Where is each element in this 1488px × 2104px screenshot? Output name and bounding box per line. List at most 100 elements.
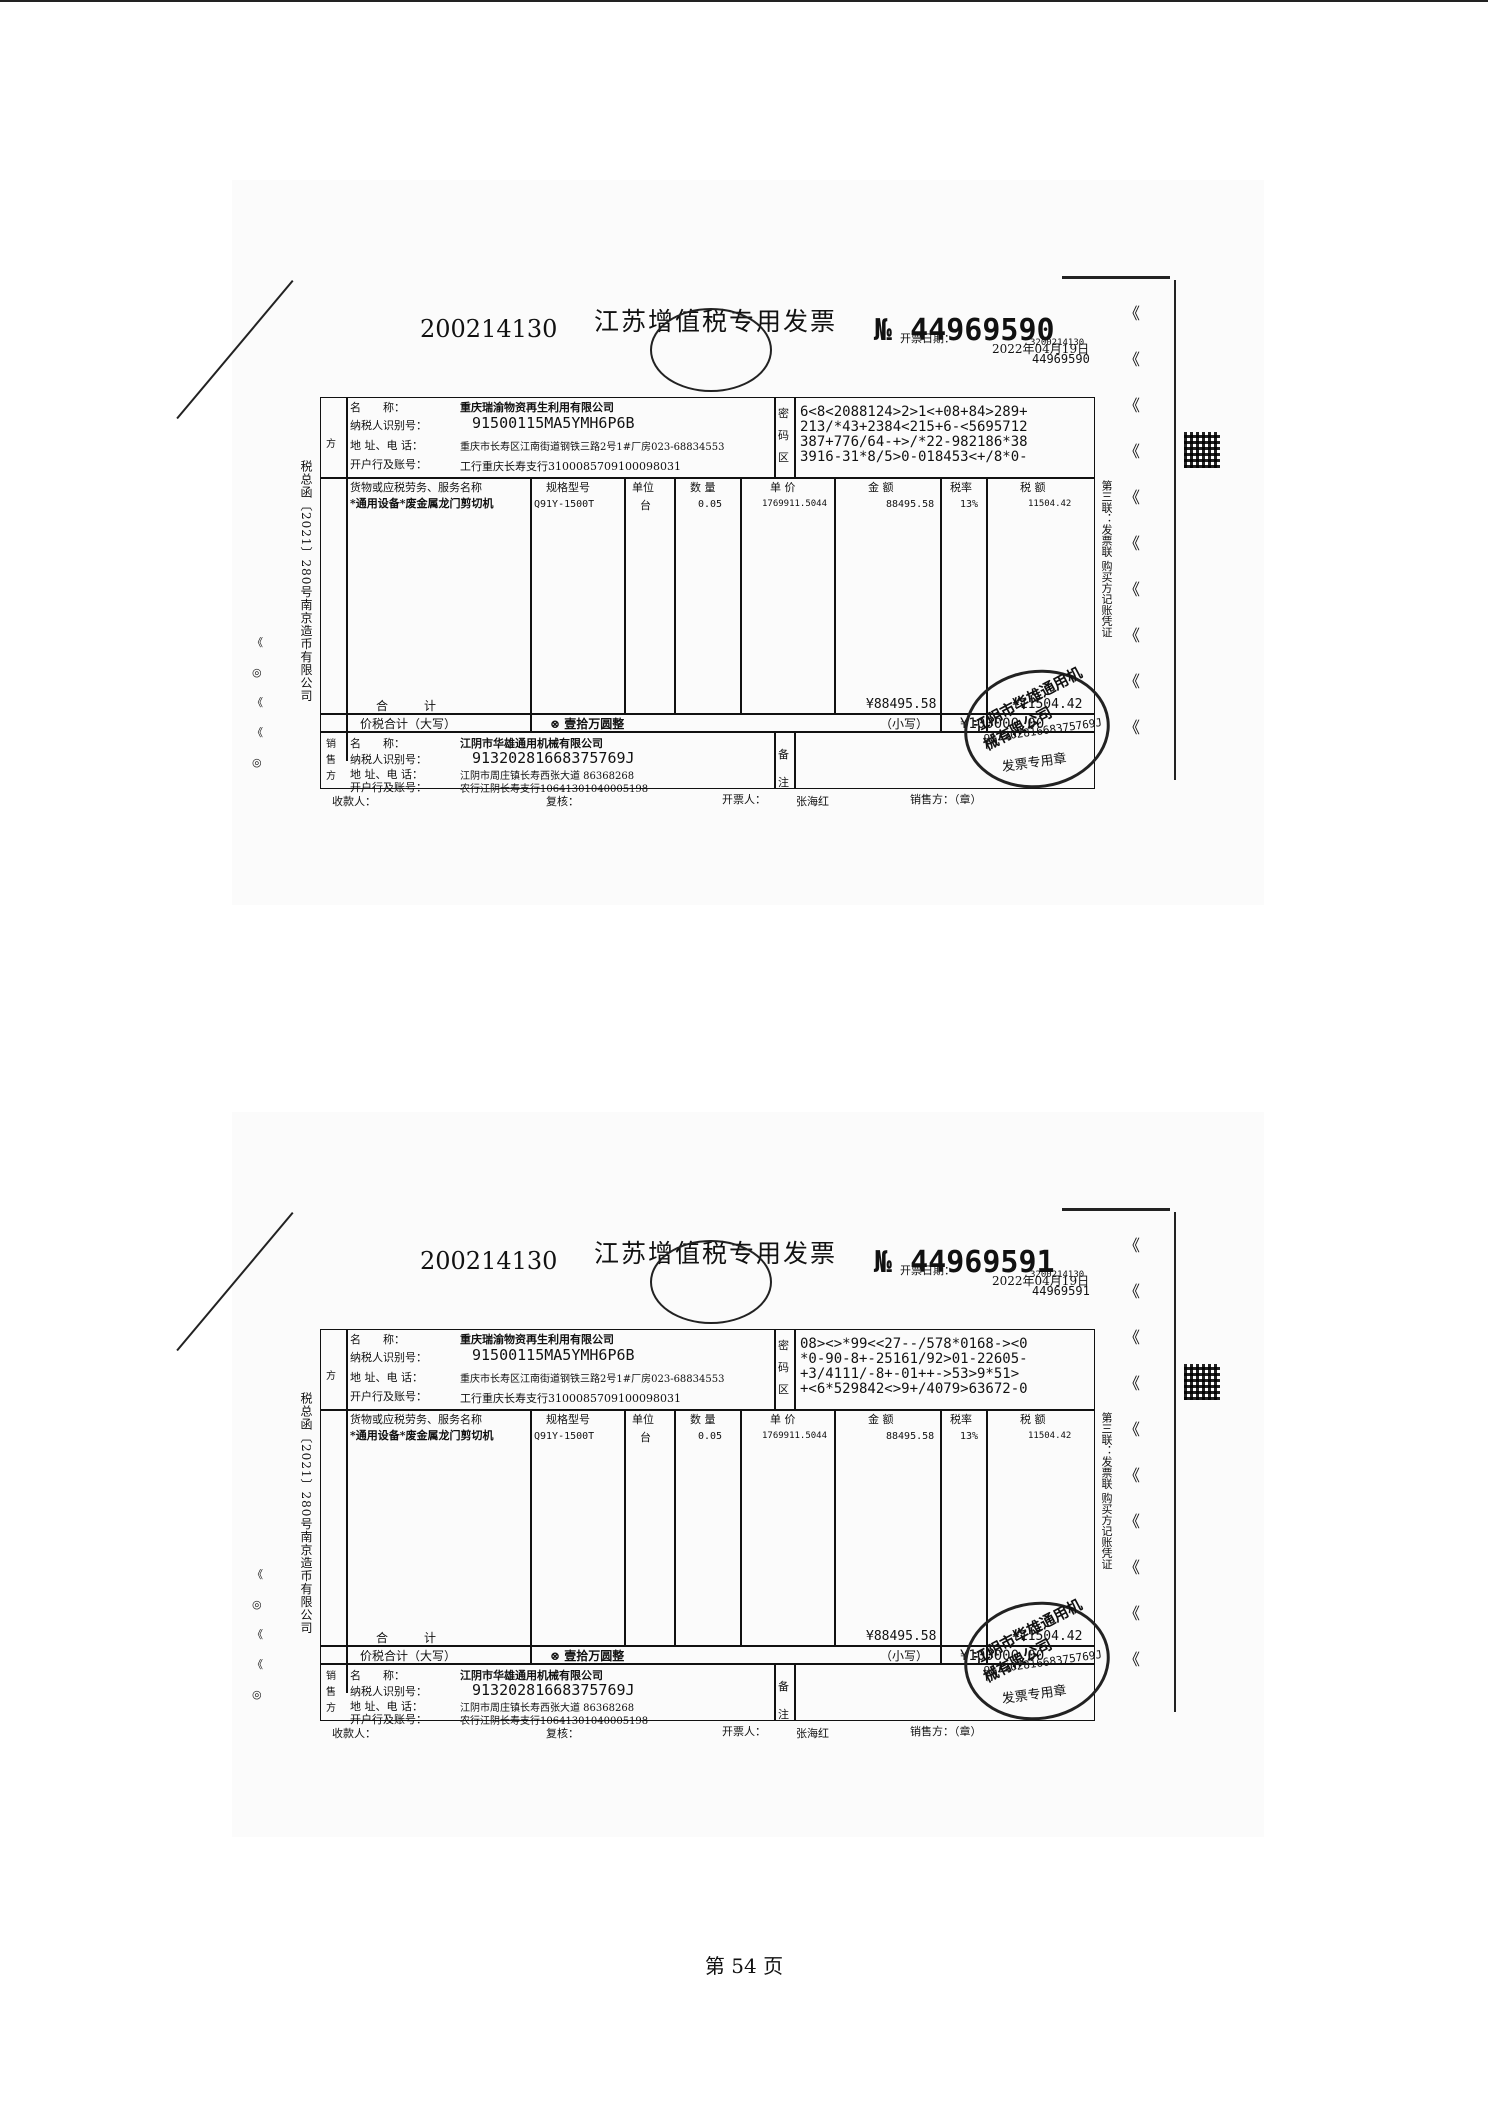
buyer-tax-label: 纳税人识别号： xyxy=(350,419,427,432)
grid-line xyxy=(834,1409,836,1645)
right-invoice-code: 3200214130 xyxy=(1030,338,1085,348)
buyer-name: 重庆瑞渝物资再生利用有限公司 xyxy=(460,1333,614,1346)
remark-label: 备注 xyxy=(778,748,789,789)
remark-label: 备注 xyxy=(778,1680,789,1721)
sum-small: ¥100000.00 xyxy=(960,1648,1045,1664)
grid-line xyxy=(774,397,776,477)
grid-line xyxy=(740,477,742,713)
item-amount: 88495.58 xyxy=(886,499,935,510)
torn-corner-line xyxy=(176,1212,294,1352)
item-unit: 台 xyxy=(640,1431,651,1444)
grid-line xyxy=(320,1409,1095,1411)
scan-edge xyxy=(1062,1208,1170,1211)
invoice-scan-2: 200214130 江苏增值税专用发票 № 44969591 320021413… xyxy=(176,1112,1264,1837)
cipher-line: +<6*529842<>9+/4079>63672-0 xyxy=(800,1381,1028,1397)
invoice: 200214130 江苏增值税专用发票 № 44969590 320021413… xyxy=(176,180,1264,905)
col-tax: 税 额 xyxy=(1020,1413,1046,1426)
total-tax: ¥11504.42 xyxy=(1012,1629,1083,1644)
tax-bureau-stamp xyxy=(650,308,772,392)
cipher-line: 6<8<2088124>2>1<+08+84>289+ xyxy=(800,404,1028,420)
page-top-border xyxy=(0,0,1488,2)
total-amount: ¥88495.58 xyxy=(866,1629,937,1644)
invoice-code: 200214130 xyxy=(420,1247,558,1275)
col-spec: 规格型号 xyxy=(546,481,590,494)
grid-line xyxy=(530,477,532,731)
invoice-number: № 44969590 xyxy=(874,313,1055,348)
grid-line xyxy=(346,1329,348,1693)
grid-border xyxy=(320,397,1095,789)
cipher-line: 08><>*99<<27--/578*0168-><0 xyxy=(800,1336,1028,1352)
item-spec: Q91Y-1500T xyxy=(534,1431,595,1442)
reviewer-label: 复核： xyxy=(546,795,579,808)
grid-line xyxy=(940,1409,942,1663)
grid-line xyxy=(320,1663,1095,1665)
scan-edge xyxy=(1174,1212,1176,1712)
right-invoice-number: 44969590 xyxy=(1032,352,1090,366)
buyer-side-label: 方 xyxy=(326,439,336,450)
col-price: 单 价 xyxy=(770,1413,796,1426)
margin-marks: 《《《《《《《《《《 xyxy=(1124,304,1141,737)
seller-tax-id: 91320281668375769J xyxy=(472,749,635,767)
buyer-bank: 工行重庆长寿支行3100085709100098031 xyxy=(460,1392,681,1405)
item-spec: Q91Y-1500T xyxy=(534,499,595,510)
total-amount: ¥88495.58 xyxy=(866,697,937,712)
grid-line xyxy=(320,477,1095,479)
grid-line xyxy=(794,397,796,477)
grid-line xyxy=(774,1329,776,1409)
grid-line xyxy=(794,1329,796,1409)
sum-small-label: （小写） xyxy=(880,1649,929,1663)
sum-label: 价税合计（大写） xyxy=(360,1649,457,1663)
col-price: 单 价 xyxy=(770,481,796,494)
issuer-label: 开票人： xyxy=(722,1725,766,1738)
page-footer: 第 54 页 xyxy=(704,1954,784,1978)
invoice-grid: 方 名 称： 重庆瑞渝物资再生利用有限公司 纳税人识别号： 91500115MA… xyxy=(320,1329,1095,1740)
issuer-name: 张海红 xyxy=(796,795,829,808)
buyer-name-label: 名 称： xyxy=(350,1333,405,1346)
invoice-scan-1: 200214130 江苏增值税专用发票 № 44969590 320021413… xyxy=(176,180,1264,905)
grid-line xyxy=(320,713,1095,715)
col-unit: 单位 xyxy=(632,1413,654,1426)
seller-name-label: 名 称： xyxy=(350,737,405,750)
copy-side-text: 第三联：发票联 购买方记账凭证 xyxy=(1100,480,1113,638)
buyer-bank-label: 开户行及账号： xyxy=(350,1390,427,1403)
col-item: 货物或应税劳务、服务名称 xyxy=(350,481,482,494)
seller-bank: 农行江阴长寿支行10641301040005198 xyxy=(460,1716,649,1727)
margin-marks-left: 《◎《《◎ xyxy=(252,1568,263,1701)
buyer-tax-id: 91500115MA5YMH6P6B xyxy=(472,414,635,432)
item-tax: 11504.42 xyxy=(1028,1431,1072,1441)
seller-sign-label: 销售方：（章） xyxy=(910,793,982,806)
seller-name-label: 名 称： xyxy=(350,1669,405,1682)
scan-edge xyxy=(1174,280,1176,780)
reviewer-label: 复核： xyxy=(546,1727,579,1740)
margin-marks-left: 《◎《《◎ xyxy=(252,636,263,769)
grid-line xyxy=(320,1645,1095,1647)
copy-side-text: 第三联：发票联 购买方记账凭证 xyxy=(1100,1412,1113,1570)
invoice: 200214130 江苏增值税专用发票 № 44969591 320021413… xyxy=(176,1112,1264,1837)
sum-small-label: （小写） xyxy=(880,717,929,731)
cipher-line: *0-90-8+-25161/92>01-22605- xyxy=(800,1351,1028,1367)
item-unit: 台 xyxy=(640,499,651,512)
payee-label: 收款人： xyxy=(332,795,376,808)
seller-bank: 农行江阴长寿支行10641301040005198 xyxy=(460,784,649,795)
total-label: 合 计 xyxy=(376,1631,437,1645)
printer-side-text: 税总函〔2021〕280号南京造币有限公司 xyxy=(299,460,313,703)
seller-address: 江阴市周庄镇长寿西张大道 86368268 xyxy=(460,1703,635,1714)
grid-border xyxy=(320,1329,1095,1721)
grid-line xyxy=(346,397,348,761)
seller-bank-label: 开户行及账号： xyxy=(350,1713,427,1726)
buyer-bank: 工行重庆长寿支行3100085709100098031 xyxy=(460,460,681,473)
grid-line xyxy=(530,1409,532,1663)
total-tax: ¥11504.42 xyxy=(1012,697,1083,712)
issuer-label: 开票人： xyxy=(722,793,766,806)
grid-line xyxy=(674,477,676,713)
payee-label: 收款人： xyxy=(332,1727,376,1740)
grid-line xyxy=(986,1409,988,1663)
scan-edge xyxy=(1062,276,1170,279)
invoice-date: 2022年04月19日 xyxy=(992,1274,1090,1288)
grid-line xyxy=(774,731,776,789)
col-item: 货物或应税劳务、服务名称 xyxy=(350,1413,482,1426)
date-label: 开票日期： xyxy=(900,1264,955,1277)
grid-line xyxy=(624,477,626,713)
item-name: *通用设备*废金属龙门剪切机 xyxy=(350,1429,494,1442)
seller-tax-id: 91320281668375769J xyxy=(472,1681,635,1699)
